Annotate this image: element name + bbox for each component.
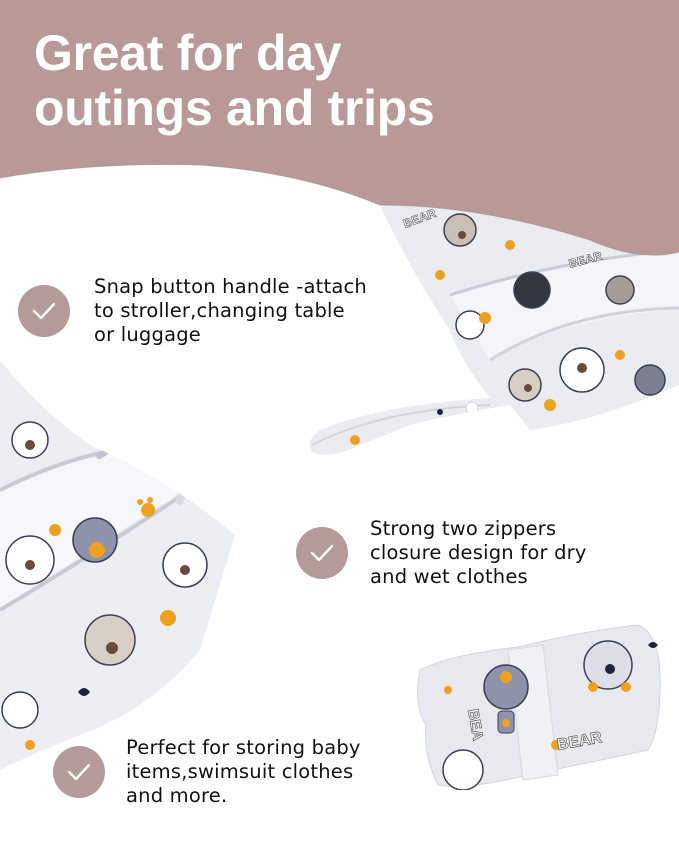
feature-text: Perfect for storing baby items,swimsuit … [126,736,361,808]
banner-title-line-1: Great for day [34,25,342,81]
header-banner [0,0,679,256]
feature-snap-handle: Snap button handle -attach to stroller,c… [18,275,367,347]
feature-line: Strong two zippers [370,517,557,540]
feature-text: Strong two zippers closure design for dr… [370,517,587,589]
feature-line: or luggage [94,323,202,346]
feature-line: Perfect for storing baby [126,736,361,759]
feature-line: and wet clothes [370,565,528,588]
product-image-rolled-bag: BEAR BEA [417,624,661,790]
banner-title: Great for day outings and trips [34,25,435,136]
banner-shape [0,0,679,256]
check-circle-icon [18,285,70,337]
feature-line: Snap button handle -attach [94,275,367,298]
feature-line: closure design for dry [370,541,587,564]
check-circle-icon [296,527,348,579]
svg-text:BEA: BEA [464,708,486,742]
banner-title-line-2: outings and trips [34,80,435,136]
product-image-bag-zippers [0,360,235,770]
feature-storage: Perfect for storing baby items,swimsuit … [53,736,361,808]
feature-line: and more. [126,784,228,807]
feature-text: Snap button handle -attach to stroller,c… [94,275,367,347]
feature-two-zippers: Strong two zippers closure design for dr… [296,517,587,589]
feature-line: to stroller,changing table [94,299,345,322]
check-circle-icon [53,746,105,798]
feature-line: items,swimsuit clothes [126,760,354,783]
